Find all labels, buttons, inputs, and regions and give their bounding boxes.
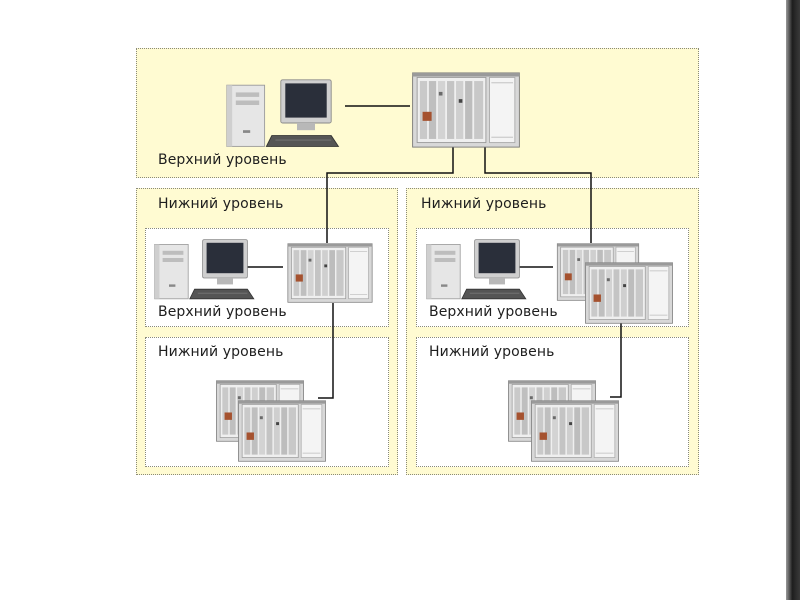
connection-lines <box>246 105 622 399</box>
connection-line <box>318 303 334 399</box>
workstation-icon <box>154 239 255 300</box>
right-lower-box-label: Нижний уровень <box>429 344 555 360</box>
rack-chassis-icon <box>412 72 520 148</box>
left-lower-box-label: Нижний уровень <box>158 344 284 360</box>
top-group-label: Верхний уровень <box>158 152 287 168</box>
connection-line <box>326 146 454 243</box>
rack-chassis-icon <box>585 262 673 324</box>
left-group-label: Нижний уровень <box>158 196 284 212</box>
workstation-icon <box>426 239 527 300</box>
right-upper-box-label: Верхний уровень <box>429 304 558 320</box>
connection-line <box>610 320 622 398</box>
connection-line <box>484 146 592 243</box>
right-group-label: Нижний уровень <box>421 196 547 212</box>
workstation-icon <box>226 79 339 147</box>
slide-edge-strip <box>786 0 800 600</box>
rack-chassis-icon <box>287 243 373 303</box>
rack-chassis-icon <box>238 400 326 462</box>
rack-chassis-icon <box>531 400 619 462</box>
left-upper-box-label: Верхний уровень <box>158 304 287 320</box>
